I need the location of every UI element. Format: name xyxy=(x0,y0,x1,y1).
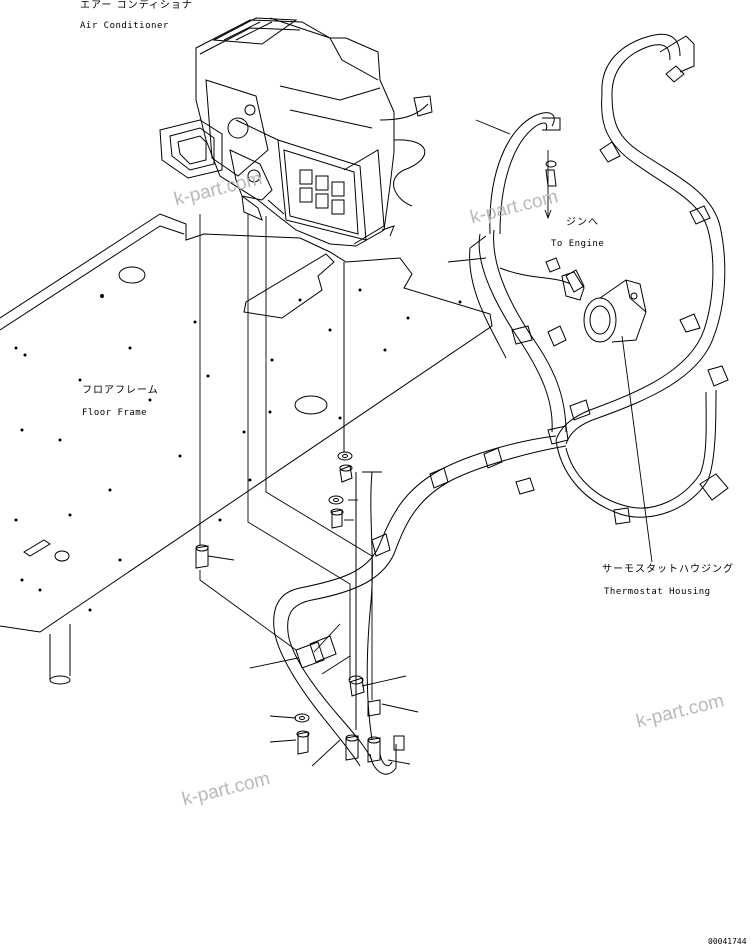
hardware xyxy=(195,451,405,775)
leader-lines xyxy=(199,119,653,767)
to-engine-label-en: To Engine xyxy=(551,239,605,249)
thermostat-housing-label-jp: サーモスタットハウジング xyxy=(602,564,734,575)
hose-clamps xyxy=(295,141,711,669)
floor-frame-label-jp: フロアフレーム xyxy=(82,385,159,396)
air-conditioner-label-en: Air Conditioner xyxy=(80,21,169,31)
thermostat-housing-label-en: Thermostat Housing xyxy=(604,587,711,597)
engine-fittings xyxy=(545,160,561,273)
thermostat-housing xyxy=(561,271,647,343)
heater-hoses xyxy=(273,33,729,767)
floor-frame xyxy=(0,213,493,685)
document-number: 00041744 xyxy=(708,937,747,946)
to-engine-label-jp: ジンへ xyxy=(566,217,599,228)
air-conditioner-unit xyxy=(159,17,433,247)
floor-frame-label-en: Floor Frame xyxy=(82,408,148,418)
air-conditioner-label-jp: エアー コンディショナ xyxy=(80,0,193,11)
